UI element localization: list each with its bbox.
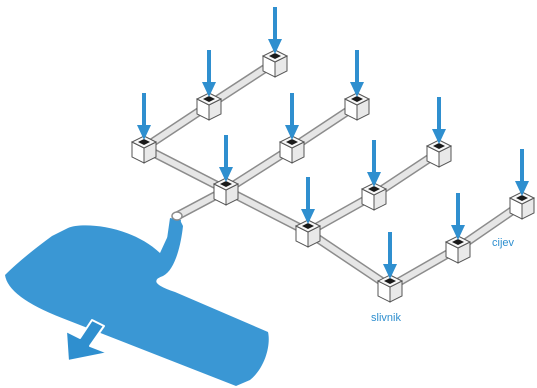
drain-box-icon [360, 182, 388, 211]
drain-box-icon [278, 135, 306, 164]
drain-box-icon [261, 49, 289, 78]
water-stream [166, 218, 181, 250]
down-arrow-icon [301, 177, 315, 224]
down-arrow-icon [515, 149, 529, 196]
drain-box-icon [294, 219, 322, 248]
down-arrow-icon [432, 97, 446, 144]
down-arrow-icon [383, 232, 397, 279]
drain-box-icon [444, 235, 472, 264]
down-arrow-icon [137, 93, 151, 140]
drain-box-icon [508, 191, 536, 220]
drain-box-icon [130, 135, 158, 164]
pipe-segment [303, 227, 395, 292]
drain-box-icon [195, 92, 223, 121]
down-arrow-icon [451, 193, 465, 240]
drain-box-icon [212, 177, 240, 206]
drain-label: slivnik [371, 312, 401, 324]
down-arrow-icon [268, 7, 282, 54]
drain-box-icon [425, 139, 453, 168]
down-arrow-icon [285, 93, 299, 140]
pipe-segment [139, 143, 231, 195]
drain-nodes [130, 7, 536, 303]
drain-box-icon [343, 92, 371, 121]
down-arrow-icon [350, 50, 364, 97]
down-arrow-icon [219, 135, 233, 182]
pipe-segment [221, 185, 313, 237]
pipe-label: cijev [492, 237, 515, 249]
down-arrow-icon [367, 140, 381, 187]
down-arrow-icon [202, 50, 216, 97]
water-surface [5, 220, 269, 386]
water-pool [5, 218, 269, 386]
outflow-arrow-icon [65, 319, 109, 362]
drain-box-icon [376, 274, 404, 303]
